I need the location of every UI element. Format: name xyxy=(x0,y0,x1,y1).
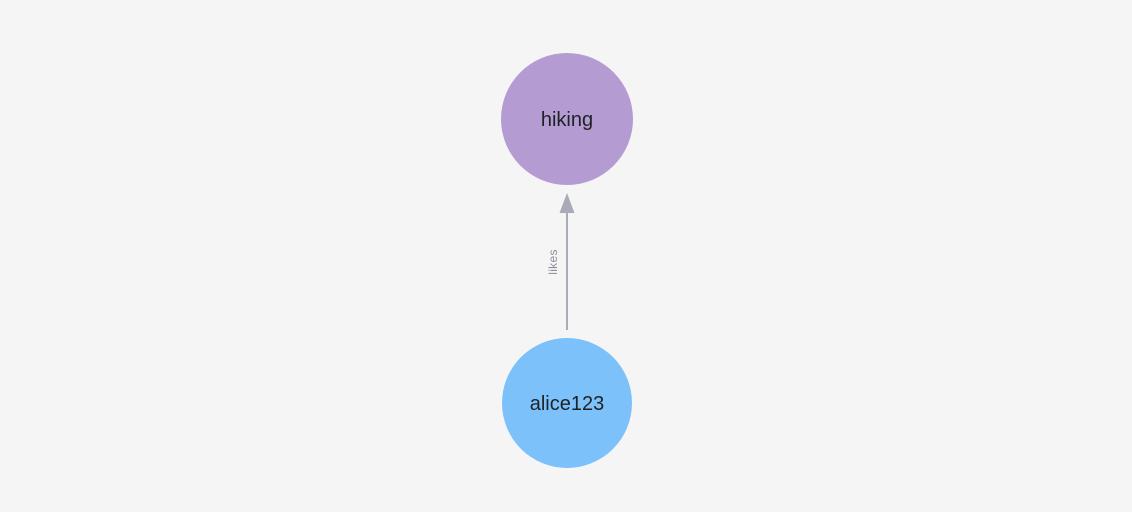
edge-arrowhead-icon xyxy=(559,193,575,213)
node-alice123[interactable]: alice123 xyxy=(502,338,632,468)
edge-label: likes xyxy=(546,249,560,275)
node-hiking-circle[interactable] xyxy=(501,53,633,185)
node-hiking[interactable]: hiking xyxy=(501,53,633,185)
node-alice123-circle[interactable] xyxy=(502,338,632,468)
edge-likes[interactable]: likes xyxy=(546,193,575,330)
